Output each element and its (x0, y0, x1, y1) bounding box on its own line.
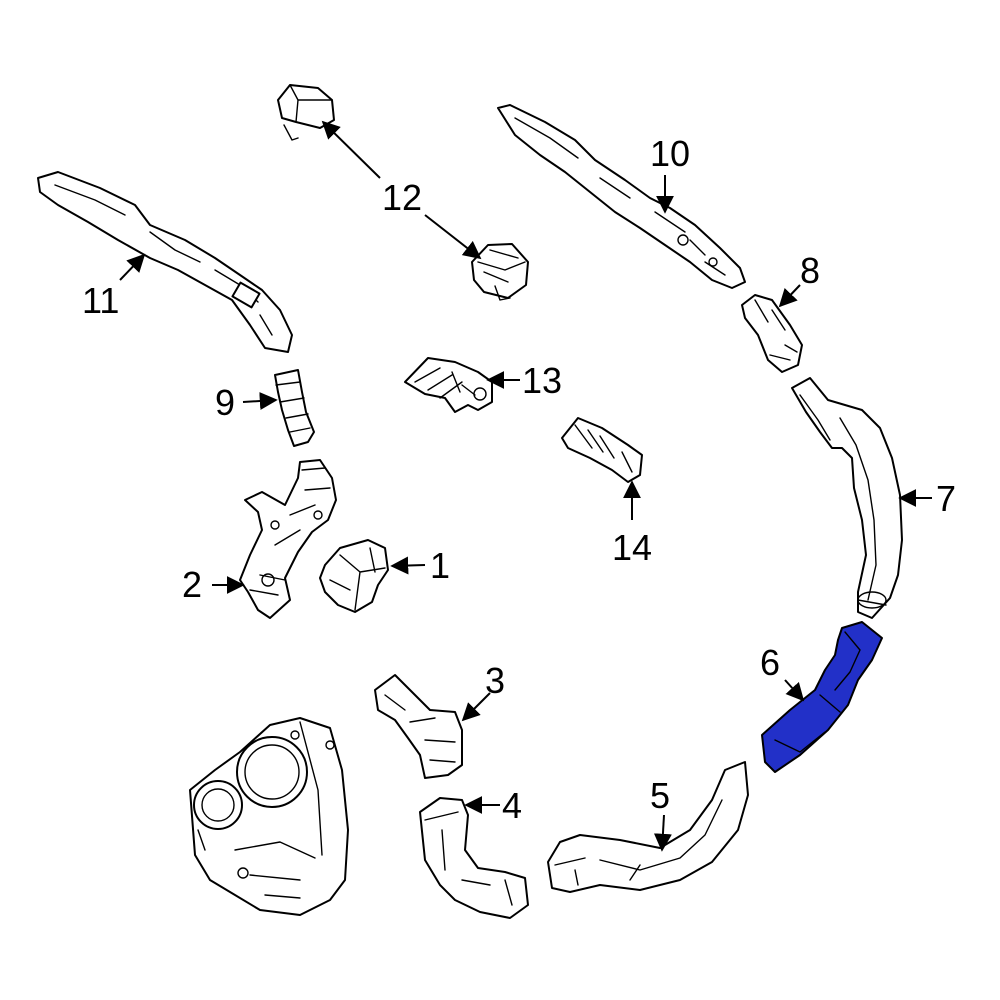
part-7-duct[interactable] (791, 377, 903, 619)
leader-lines (119, 120, 932, 852)
leader-8 (778, 284, 801, 308)
callout-7: 7 (936, 478, 956, 519)
callout-4: 4 (502, 785, 522, 826)
callout-8: 8 (800, 250, 820, 291)
part-12-connector-upper[interactable] (277, 84, 335, 141)
callout-10: 10 (650, 133, 690, 174)
leader-3 (461, 692, 491, 722)
part-6-duct-highlighted[interactable] (761, 621, 883, 773)
part-13-bracket[interactable] (404, 357, 493, 413)
callout-9: 9 (215, 382, 235, 423)
part-10-duct[interactable] (497, 104, 746, 289)
callout-13: 13 (522, 360, 562, 401)
part-3-duct[interactable] (374, 674, 463, 779)
leader-5 (653, 814, 672, 852)
leader-6 (784, 679, 805, 702)
callout-12: 12 (382, 177, 422, 218)
part-8-hose[interactable] (741, 294, 803, 373)
leader-12a (321, 120, 381, 179)
part-12-connector-lower[interactable] (471, 243, 529, 301)
leader-11 (119, 253, 146, 281)
leader-9 (242, 391, 278, 410)
part-4-duct[interactable] (419, 797, 529, 919)
hvac-housing-unit (189, 717, 349, 916)
leader-12b (424, 214, 482, 260)
callout-labels: 1 2 3 4 5 6 7 8 9 10 11 12 13 14 (82, 133, 956, 826)
callout-5: 5 (650, 775, 670, 816)
part-9-coupler[interactable] (274, 369, 315, 447)
part-2-duct[interactable] (239, 459, 337, 619)
leader-1 (390, 556, 426, 575)
callout-1: 1 (430, 545, 450, 586)
callout-6: 6 (760, 642, 780, 683)
part-5-duct[interactable] (547, 761, 749, 893)
part-14-vent[interactable] (561, 417, 643, 483)
part-1-vent[interactable] (319, 539, 389, 613)
callout-2: 2 (182, 564, 202, 605)
callout-3: 3 (485, 660, 505, 701)
callout-11: 11 (82, 280, 119, 321)
callout-14: 14 (612, 527, 652, 568)
part-11-duct[interactable] (37, 171, 293, 353)
